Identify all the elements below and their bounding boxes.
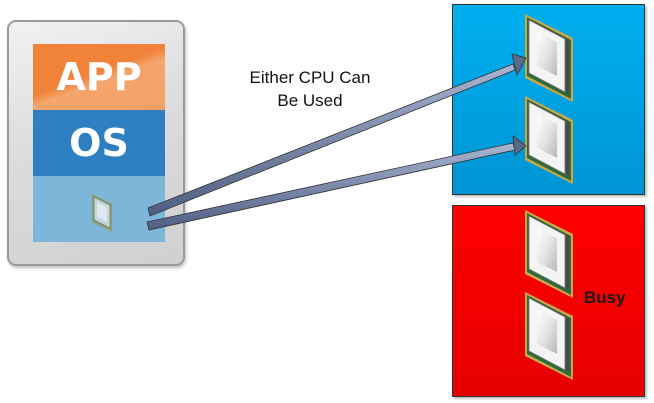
busy-cpu-pool (452, 205, 645, 397)
arrow-to-cpu-1 (147, 53, 527, 217)
cpu-chip-icon (92, 194, 112, 232)
busy-label: Busy (584, 288, 626, 307)
app-layer: APP (33, 44, 165, 110)
os-layer-label: OS (69, 121, 129, 165)
app-layer-label: APP (56, 55, 142, 99)
available-cpu-pool (452, 4, 645, 195)
arrow-to-cpu-2 (146, 135, 527, 231)
virtual-machine-card: APP OS (7, 20, 185, 266)
caption-line-2: Be Used (277, 91, 343, 110)
os-layer: OS (33, 110, 165, 176)
caption-line-1: Either CPU Can (249, 68, 371, 87)
diagram-caption: Either CPU Can Be Used (240, 66, 380, 112)
